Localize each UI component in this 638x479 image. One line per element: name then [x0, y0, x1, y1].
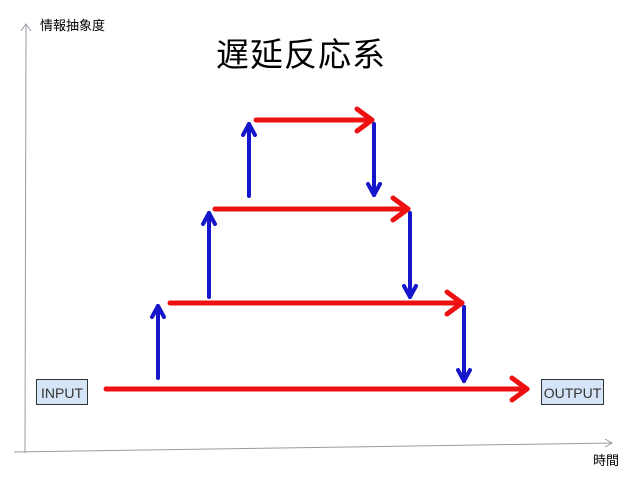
x-axis-label: 時間	[593, 454, 620, 469]
x-axis	[13, 442, 613, 453]
output-box: OUTPUT	[541, 379, 604, 405]
forward-arrow-level-1	[167, 289, 465, 317]
input-box: INPUT	[36, 379, 88, 405]
y-axis	[24, 23, 27, 454]
up-arrow-level-1	[150, 304, 166, 380]
x-axis-arrowhead	[604, 438, 614, 448]
down-arrow-level-1	[456, 305, 472, 383]
diagram-title: 遅延反応系	[216, 35, 386, 74]
y-axis-arrowhead	[20, 23, 32, 32]
forward-arrow-level-3	[253, 106, 375, 134]
forward-arrows	[103, 106, 530, 403]
down-arrow-level-2	[402, 211, 418, 299]
forward-arrow-level-0	[103, 375, 530, 403]
downward-arrows	[366, 122, 472, 383]
upward-arrows	[150, 122, 257, 380]
axes	[13, 23, 614, 454]
forward-arrow-level-2	[212, 195, 411, 223]
down-arrow-level-3	[366, 122, 382, 197]
up-arrow-level-2	[201, 211, 217, 299]
up-arrow-level-3	[241, 122, 257, 198]
y-axis-label: 情報抽象度	[40, 19, 106, 34]
